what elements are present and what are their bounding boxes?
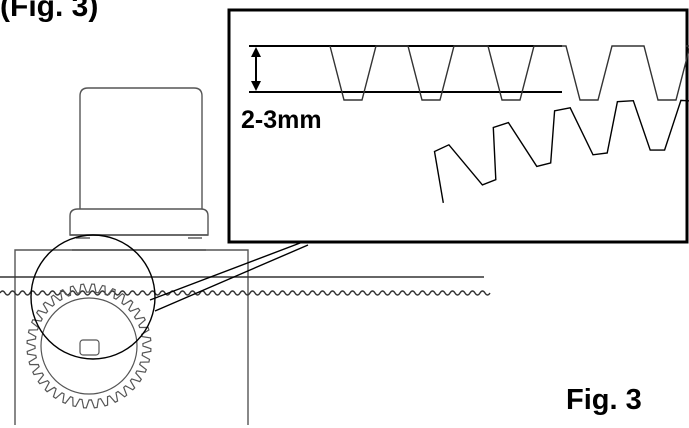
zoom-leader-line-lower (154, 244, 309, 312)
clearance-dimension-label: 2-3mm (241, 106, 322, 134)
pinion-hub (79, 339, 100, 356)
zoom-indicator (30, 234, 309, 360)
pinion-inner-ring (40, 297, 138, 395)
motor-unit (69, 87, 209, 251)
figure-number-label: Fig. 3 (566, 384, 642, 416)
detail-rack-teeth (329, 45, 689, 101)
detail-box (227, 8, 689, 244)
gear-rack (0, 276, 491, 296)
gate-housing (14, 249, 249, 425)
zoom-circle (30, 234, 156, 360)
motor-cover (79, 87, 203, 211)
dimension-arrow-head-up (251, 47, 261, 57)
pinion-teeth (26, 283, 152, 409)
motor-base (69, 208, 209, 236)
figure-caption-top: (Fig. 3) (0, 0, 99, 23)
rack-teeth (0, 290, 491, 296)
pinion-gear (26, 283, 152, 409)
housing-outline (14, 249, 249, 425)
dimension-arrow-head-down (251, 81, 261, 91)
zoom-leader-line-upper (149, 239, 309, 301)
